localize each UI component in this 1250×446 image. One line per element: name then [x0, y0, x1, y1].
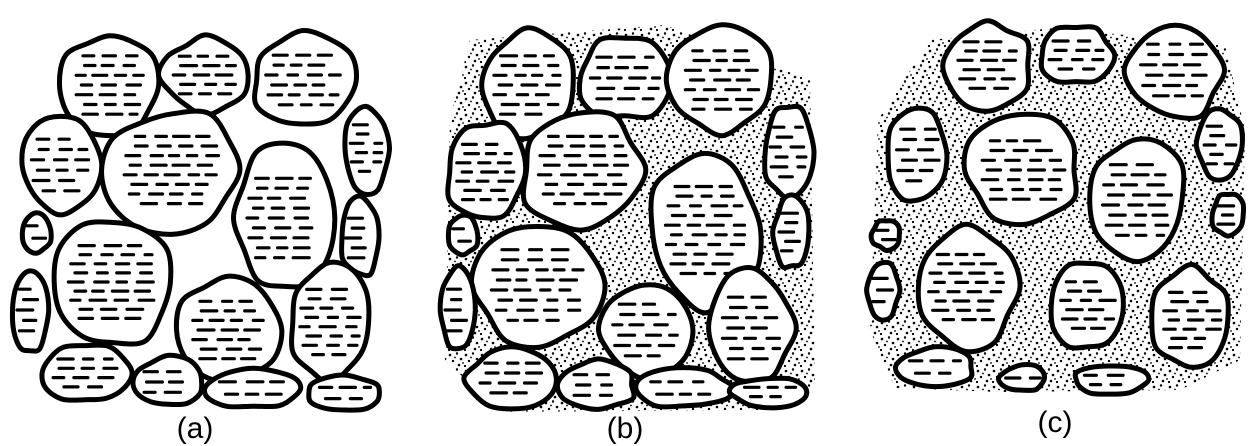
grain [765, 106, 814, 198]
grain [309, 375, 380, 410]
grain-outline [448, 122, 526, 218]
grain-outline [309, 375, 380, 410]
panel-b: (b) [440, 25, 815, 445]
grain [1090, 139, 1184, 262]
panel-a: (a) [12, 30, 389, 445]
panel-label-b: (b) [607, 412, 644, 445]
grain [579, 38, 671, 118]
grain-outline [205, 368, 301, 407]
grain-outline [255, 30, 357, 124]
grain-outline [1041, 27, 1115, 83]
grains-a [12, 30, 389, 410]
grain-outline [1051, 263, 1123, 348]
grain-outline [440, 266, 475, 349]
grain [22, 116, 102, 215]
grain-outline [871, 221, 899, 251]
grain-outline [292, 262, 369, 383]
grain-outline [342, 196, 379, 276]
grain-outline [22, 116, 102, 215]
grain [729, 378, 806, 408]
panel-label-a: (a) [177, 412, 214, 445]
grain-outline [42, 345, 132, 400]
panel-label-c: (c) [1038, 406, 1073, 439]
grain-outline [345, 106, 390, 194]
grain-outline [1090, 139, 1184, 262]
grain-outline [102, 111, 240, 234]
grain [943, 21, 1029, 111]
grain [158, 35, 248, 115]
grain [205, 368, 301, 407]
grain-outline [1075, 366, 1149, 394]
grain [1196, 109, 1242, 180]
grain [1212, 194, 1244, 236]
grain-outline [448, 215, 477, 255]
grain [22, 213, 51, 253]
grain [440, 266, 475, 349]
grain [867, 262, 900, 320]
grain [342, 196, 379, 276]
grain [12, 271, 48, 351]
grain [292, 262, 369, 383]
grain [54, 222, 171, 344]
grain [888, 108, 947, 201]
grain [773, 195, 809, 268]
grain [1051, 263, 1123, 348]
grain [448, 215, 477, 255]
grain [42, 345, 132, 400]
grain-outline [22, 213, 51, 253]
grain-outline [765, 106, 814, 198]
grain-outline [729, 378, 806, 408]
grain [133, 355, 202, 404]
grain-outline [133, 355, 202, 404]
grain [102, 111, 240, 234]
grain-outline [888, 108, 947, 201]
grain [255, 30, 357, 124]
grain [345, 106, 390, 194]
grain [448, 122, 526, 218]
grain [871, 221, 899, 251]
panel-c: (c) [867, 21, 1245, 439]
grain [1075, 366, 1149, 394]
grain [1041, 27, 1115, 83]
grain-outline [943, 21, 1029, 111]
